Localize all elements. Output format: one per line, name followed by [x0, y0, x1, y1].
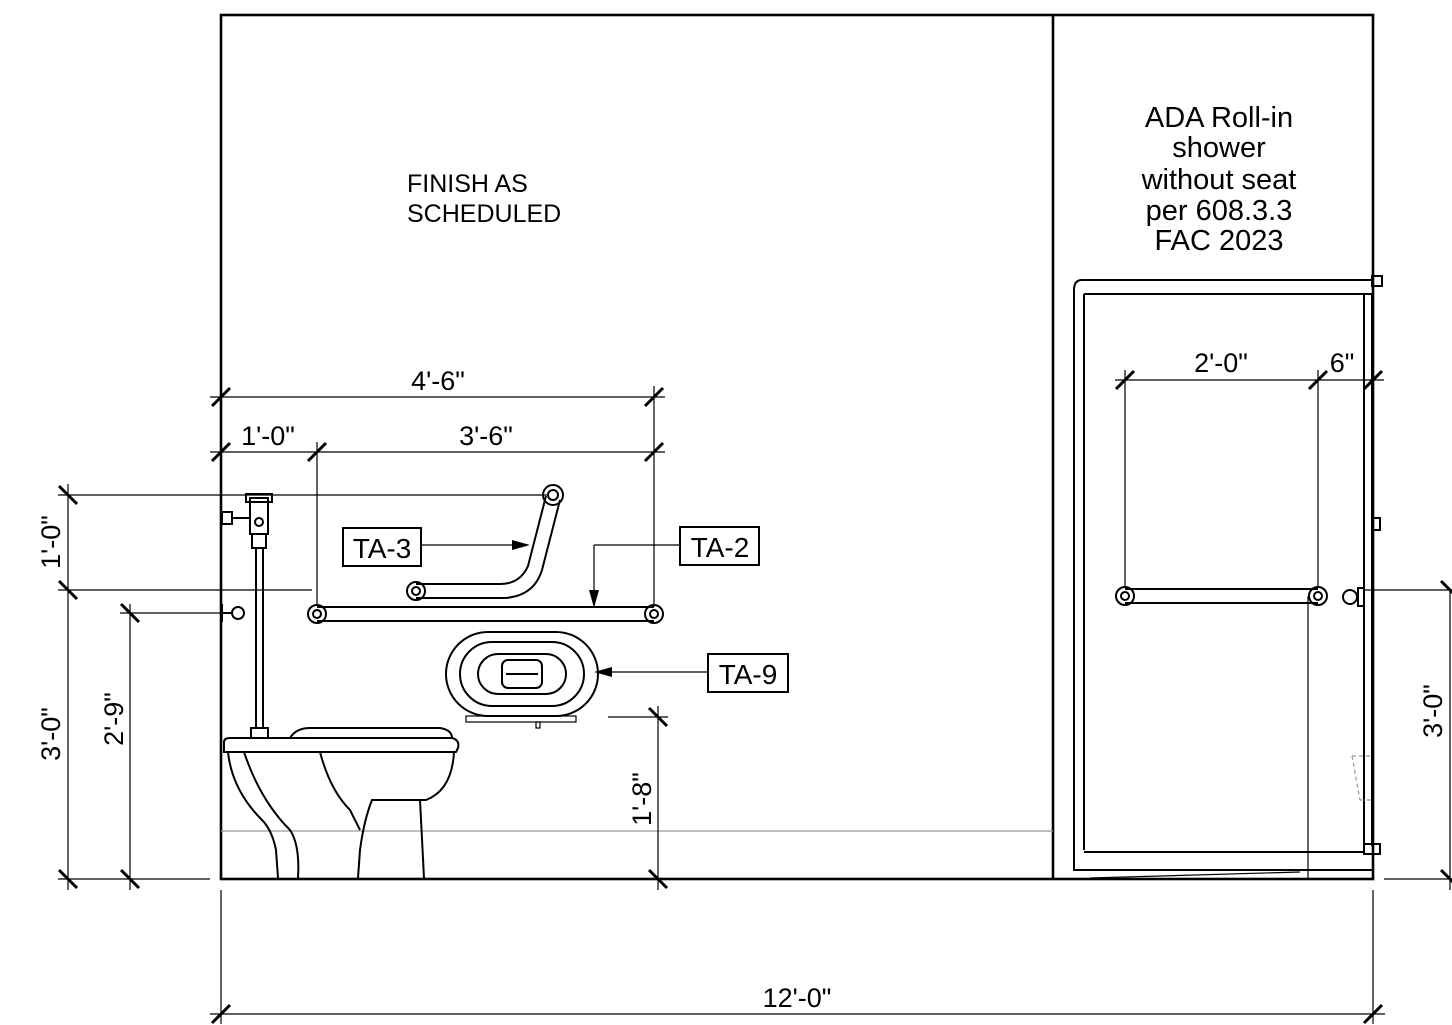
- shower-note-line-3: without seat: [1141, 164, 1297, 196]
- dimension-2-9-label: 2'-9": [99, 692, 129, 746]
- dimension-6-label: 6": [1330, 348, 1355, 378]
- tag-ta-3: TA-3: [342, 527, 530, 567]
- horizontal-grab-bar: [307, 604, 664, 624]
- tissue-dispenser: [445, 631, 599, 729]
- dimension-1-0-label: 1'-0": [241, 421, 295, 451]
- dimension-2-0-label: 2'-0": [1194, 348, 1248, 378]
- dimension-2-9: 2'-9": [99, 602, 228, 890]
- dimension-4-6-label: 4'-6": [411, 366, 465, 396]
- dimension-left-vertical: 1'-0" 3'-0": [36, 484, 548, 890]
- tag-ta-2: TA-2: [589, 526, 760, 608]
- finish-note-line-1: FINISH AS: [407, 170, 528, 198]
- dimension-1-8-label: 1'-8": [627, 772, 657, 826]
- tag-ta-9: TA-9: [594, 653, 789, 693]
- shower-note-line-4: per 608.3.3: [1146, 195, 1293, 227]
- finish-note-line-2: SCHEDULED: [407, 200, 561, 228]
- tag-ta-2-label: TA-2: [691, 532, 750, 563]
- dimension-3-6-label: 3'-6": [459, 421, 513, 451]
- toilet-fixture: [223, 727, 460, 879]
- shower-note-line-5: FAC 2023: [1155, 225, 1284, 257]
- dimension-12-0-label: 12'-0": [763, 983, 832, 1013]
- shower-control: [1342, 587, 1365, 607]
- dimension-4-6: 4'-6": [210, 366, 665, 607]
- tag-ta-3-label: TA-3: [353, 533, 412, 564]
- dimension-vertical-3-0-label: 3'-0": [36, 707, 66, 761]
- dimension-right-vertical: 3'-0": [1365, 579, 1452, 890]
- vertical-grab-bar: [406, 484, 564, 601]
- shower-note: ADA Roll-in shower without seat per 608.…: [1141, 102, 1297, 257]
- dimension-vertical-1-0-label: 1'-0": [36, 515, 66, 569]
- dimension-12-0: 12'-0": [210, 890, 1385, 1025]
- dimension-shower-3-0-label: 3'-0": [1418, 684, 1448, 738]
- shower-note-line-2: shower: [1172, 132, 1266, 164]
- shower-enclosure: [1073, 275, 1383, 879]
- tag-ta-9-label: TA-9: [719, 659, 778, 690]
- dimension-1-8: 1'-8": [608, 706, 669, 890]
- dimension-1-0-and-3-6: 1'-0" 3'-6": [210, 421, 665, 605]
- shower-note-line-1: ADA Roll-in: [1145, 102, 1293, 134]
- shower-grab-bar: [1115, 586, 1328, 606]
- dimension-shower-horizontal: 2'-0" 6": [1114, 348, 1384, 587]
- flush-valve: [221, 493, 273, 739]
- finish-note: FINISH AS SCHEDULED: [407, 170, 561, 228]
